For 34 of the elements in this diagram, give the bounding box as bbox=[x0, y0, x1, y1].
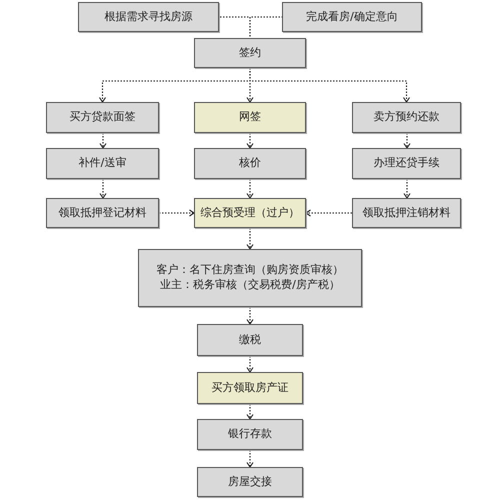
process-box: 签约 bbox=[194, 38, 306, 68]
arrow bbox=[246, 450, 254, 468]
process-box: 办理还贷手续 bbox=[352, 148, 461, 179]
arrow bbox=[403, 133, 411, 149]
arrow bbox=[246, 356, 254, 373]
process-box: 卖方预约还款 bbox=[352, 102, 461, 133]
arrow bbox=[246, 404, 254, 420]
step-text: 业主：税务审核（交易税费/房产税） bbox=[160, 279, 340, 292]
step-text: 客户：名下住房查询（购房资质审核） bbox=[156, 264, 344, 277]
process-box: 买方领取房产证 bbox=[197, 372, 303, 404]
arrow bbox=[403, 179, 411, 199]
arrow bbox=[246, 307, 254, 325]
arrow bbox=[99, 179, 107, 199]
process-box: 买方贷款面签 bbox=[46, 102, 159, 133]
arrow bbox=[159, 209, 195, 217]
connector-line bbox=[249, 16, 282, 38]
arrow bbox=[246, 179, 254, 199]
process-box: 完成看房/确定意向 bbox=[282, 2, 422, 32]
process-box: 领取抵押登记材料 bbox=[46, 198, 159, 228]
arrow bbox=[249, 68, 410, 103]
arrow bbox=[99, 133, 107, 149]
process-box: 房屋交接 bbox=[197, 467, 303, 497]
process-box: 综合预受理（过户） bbox=[194, 198, 306, 228]
arrow bbox=[246, 228, 254, 250]
process-box: 补件/送审 bbox=[46, 148, 159, 179]
process-box bbox=[138, 249, 362, 307]
arrow bbox=[246, 133, 254, 149]
process-box: 核价 bbox=[194, 148, 306, 179]
process-box: 网签 bbox=[194, 102, 306, 133]
process-box: 根据需求寻找房源 bbox=[78, 2, 219, 32]
process-box: 领取抵押注销材料 bbox=[352, 198, 461, 228]
process-box: 缴税 bbox=[197, 324, 303, 356]
process-box: 银行存款 bbox=[197, 419, 303, 450]
arrow bbox=[305, 209, 352, 217]
